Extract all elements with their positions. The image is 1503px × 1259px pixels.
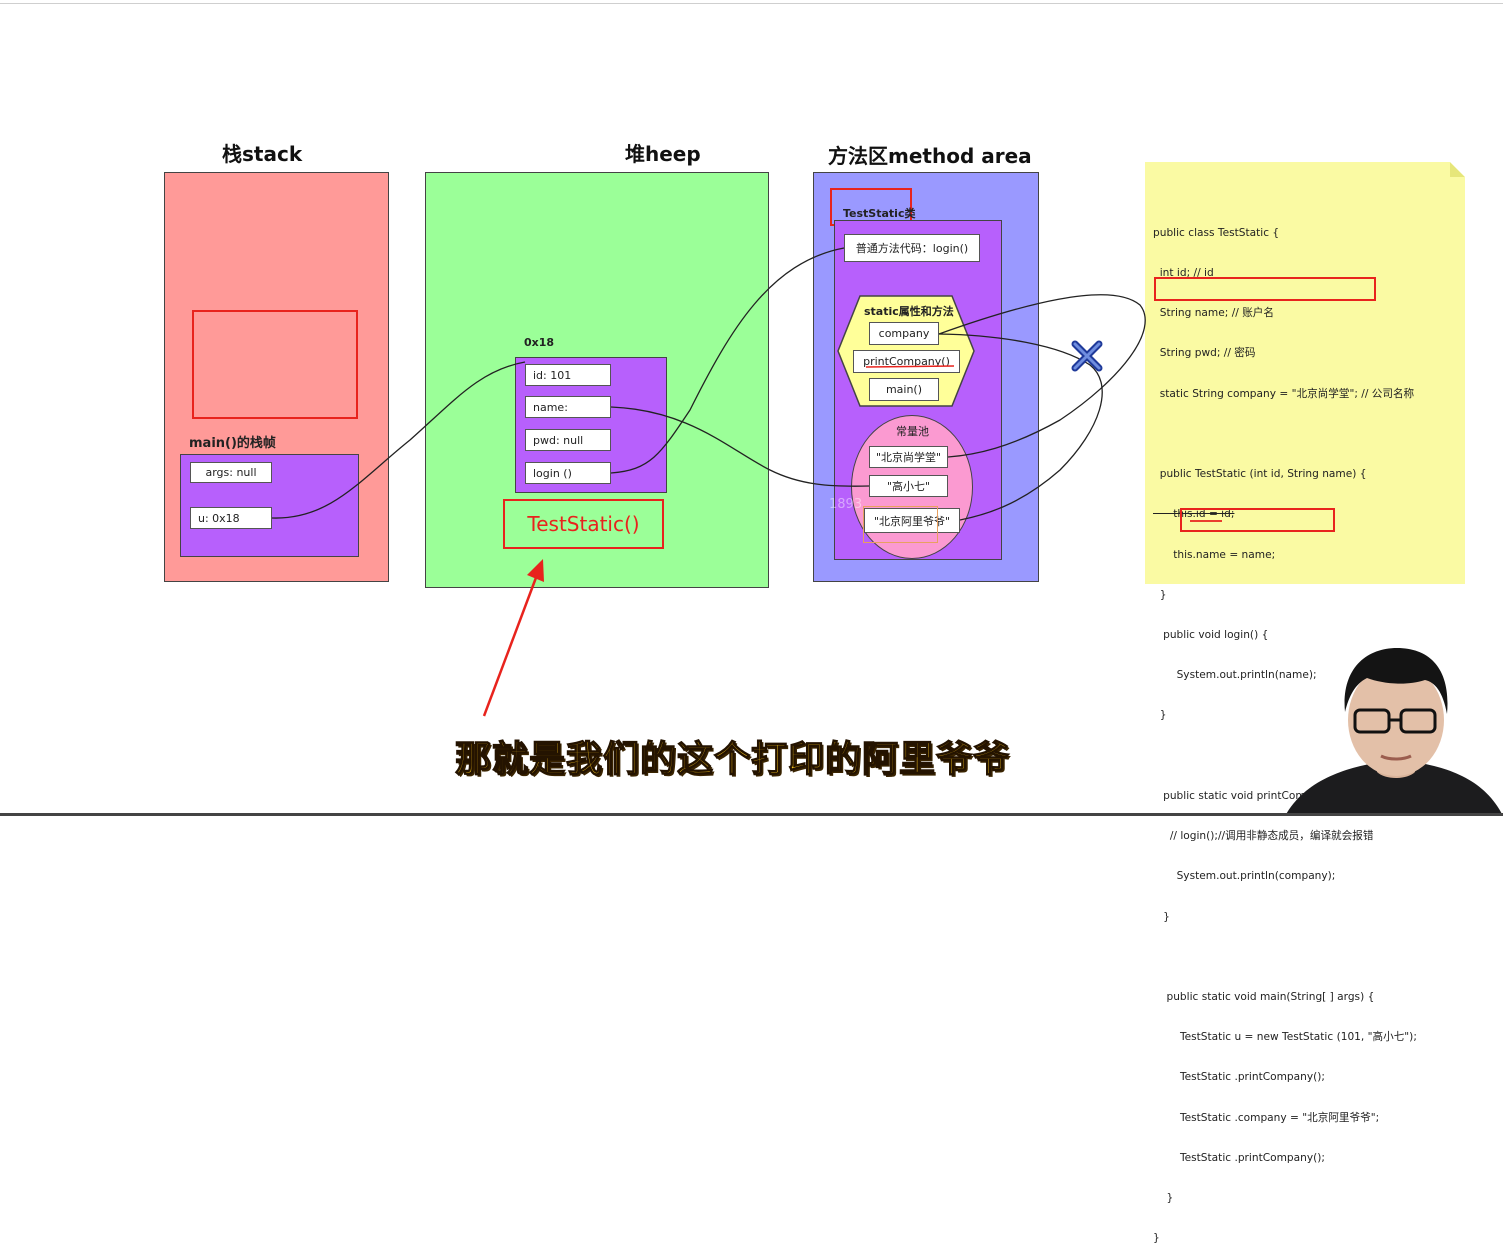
code-note <box>1145 162 1465 584</box>
code-line: System.out.println(name); <box>1153 669 1317 682</box>
static-main-cell: main() <box>869 378 939 401</box>
heap-field-name: name: <box>525 396 611 418</box>
code-line: } <box>1153 709 1167 722</box>
constructor-highlight: TestStatic() <box>503 499 664 549</box>
code-line: TestStatic .printCompany(); <box>1153 1071 1325 1084</box>
stack-frame-label: main()的栈帧 <box>189 436 276 451</box>
heap-field-pwd: pwd: null <box>525 429 611 451</box>
heap-field-id: id: 101 <box>525 364 611 386</box>
top-border <box>0 0 1503 4</box>
code-line: this.name = name; <box>1153 548 1276 561</box>
code-line: String pwd; // 密码 <box>1153 347 1256 360</box>
code-line: public class TestStatic { <box>1153 226 1280 239</box>
constructor-label: TestStatic() <box>527 512 640 536</box>
stack-highlight-box <box>192 310 358 419</box>
static-company-cell: company <box>869 322 939 345</box>
print-company-code-highlight <box>1180 508 1335 532</box>
code-line <box>1153 951 1417 964</box>
pool-item-bjsxt: "北京尚学堂" <box>869 446 948 468</box>
method-area-title: 方法区method area <box>828 144 1032 168</box>
connector-name-to-pool <box>610 406 870 487</box>
code-line: static String company = "北京尚学堂"; // 公司名称 <box>1153 387 1415 400</box>
u-reference-cell: u: 0x18 <box>190 507 272 529</box>
heap-field-login: login () <box>525 462 611 484</box>
pool-item-ali-yeye: "北京阿里爷爷" <box>864 508 960 533</box>
close-cross-icon <box>1071 340 1103 372</box>
code-line: System.out.println(company); <box>1153 870 1336 883</box>
constructor-code-highlight <box>1154 277 1376 301</box>
presenter-avatar <box>1285 648 1503 816</box>
pool-item-gaoxiaoqi: "高小七" <box>869 475 948 497</box>
code-line: } <box>1153 1192 1174 1205</box>
connector-company-to-pool-new <box>938 333 1103 521</box>
code-line: int id; // id <box>1153 267 1214 280</box>
args-cell: args: null <box>190 462 272 483</box>
constant-pool-title: 常量池 <box>896 425 929 438</box>
code-line: } <box>1153 1232 1160 1245</box>
code-line: // login();//调用非静态成员，编译就会报错 <box>1153 830 1374 843</box>
video-subtitle: 那就是我们的这个打印的阿里爷爷 <box>454 738 1011 780</box>
code-line: TestStatic u = new TestStatic (101, "高小七… <box>1153 1031 1417 1044</box>
code-line: String name; // 账户名 <box>1153 307 1274 320</box>
code-line: } <box>1153 588 1167 601</box>
stack-title: 栈stack <box>222 142 303 166</box>
normal-method-cell: 普通方法代码：login() <box>844 234 980 262</box>
code-line: TestStatic .printCompany(); <box>1153 1151 1325 1164</box>
code-line: public void login() { <box>1153 629 1269 641</box>
code-line: public static void main(String[ ] args) … <box>1153 990 1375 1003</box>
bottom-border <box>0 813 1503 816</box>
note-fold-corner <box>1450 162 1466 178</box>
static-title: static属性和方法 <box>864 305 954 318</box>
pool-item-inner-highlight <box>863 506 938 543</box>
code-line: public TestStatic (int id, String name) … <box>1153 468 1367 481</box>
heap-address-label: 0x18 <box>524 336 555 349</box>
watermark-text: 1893 <box>829 497 863 512</box>
connector-u-to-heap <box>271 361 526 519</box>
connector-login-to-method <box>610 247 845 474</box>
print-company-underline <box>865 365 955 368</box>
class-name-label: TestStatic类 <box>843 207 916 220</box>
reference-connectors <box>271 247 1222 717</box>
heap-title: 堆heep <box>625 142 701 166</box>
code-line: TestStatic .company = "北京阿里爷爷"; <box>1153 1111 1380 1124</box>
annotation-arrow-icon <box>482 559 544 717</box>
connector-company-to-pool <box>938 294 1146 458</box>
code-line: } <box>1153 910 1170 923</box>
